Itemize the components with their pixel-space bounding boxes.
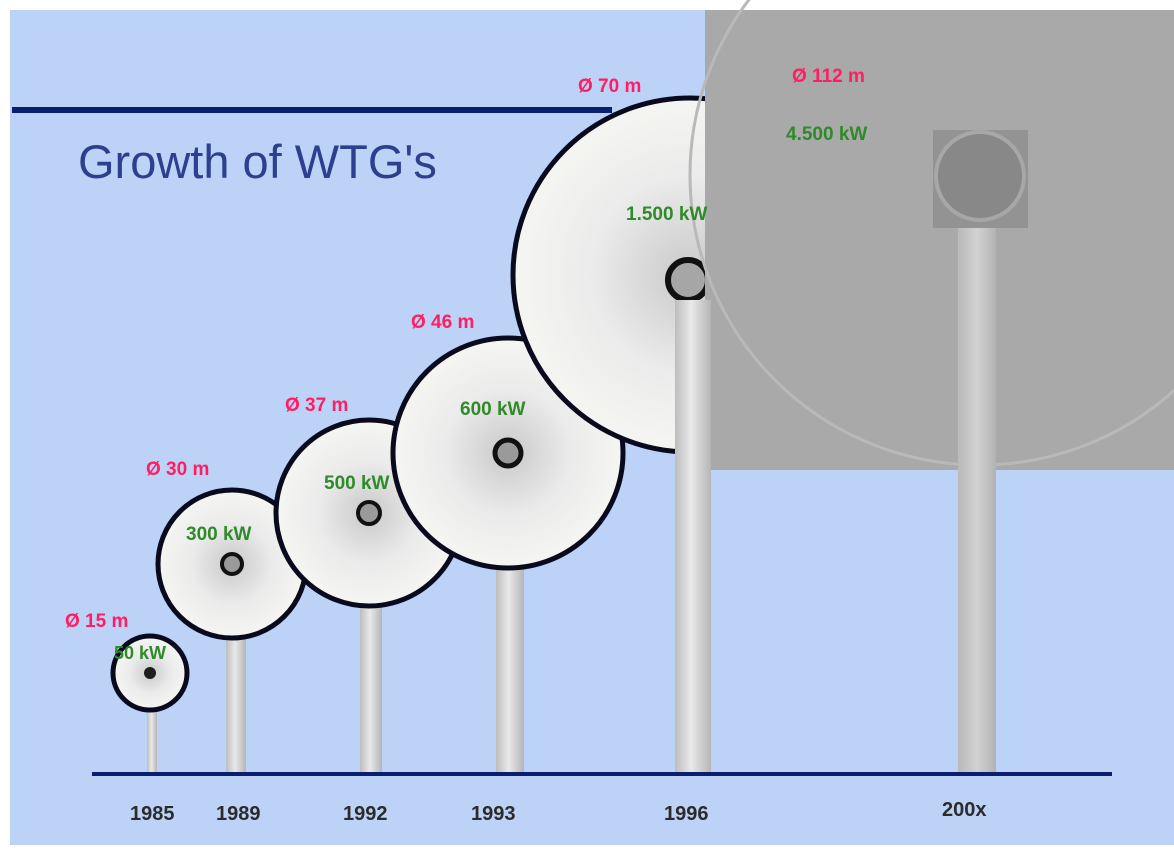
hub [144, 667, 156, 679]
hub [934, 130, 1026, 222]
power-label-200x: 4.500 kW [786, 124, 867, 145]
year-label-1985: 1985 [130, 803, 175, 825]
tower-1996 [675, 300, 711, 775]
overlay-panel [705, 10, 1174, 470]
tower [147, 675, 157, 775]
ground-line [92, 772, 1112, 776]
year-label-1993: 1993 [471, 803, 516, 825]
diameter-label-1993: Ø 46 m [411, 312, 474, 333]
turbine-1985 [110, 633, 190, 775]
future-turbine-panel [688, 0, 1174, 470]
hub [220, 552, 244, 576]
diameter-label-1992: Ø 37 m [285, 395, 348, 416]
year-label-1992: 1992 [343, 803, 388, 825]
year-label-200x: 200x [942, 799, 987, 821]
diameter-label-1996: Ø 70 m [578, 76, 641, 97]
tower-200x [958, 228, 996, 775]
year-label-1989: 1989 [216, 803, 261, 825]
power-label-1993: 600 kW [460, 399, 526, 420]
hub [356, 500, 382, 526]
turbine-1989 [155, 487, 309, 775]
page-title: Growth of WTG's [78, 135, 437, 188]
diameter-label-1989: Ø 30 m [146, 459, 209, 480]
power-label-1992: 500 kW [324, 473, 390, 494]
title-rule [12, 107, 612, 113]
power-label-1985: 50 kW [114, 643, 166, 663]
power-label-1996: 1.500 kW [626, 204, 707, 225]
diameter-label-200x: Ø 112 m [792, 66, 865, 87]
power-label-1989: 300 kW [186, 524, 252, 545]
year-label-1996: 1996 [664, 803, 709, 825]
hub [665, 257, 711, 303]
diameter-label-1985: Ø 15 m [65, 611, 128, 632]
hub [492, 437, 524, 469]
